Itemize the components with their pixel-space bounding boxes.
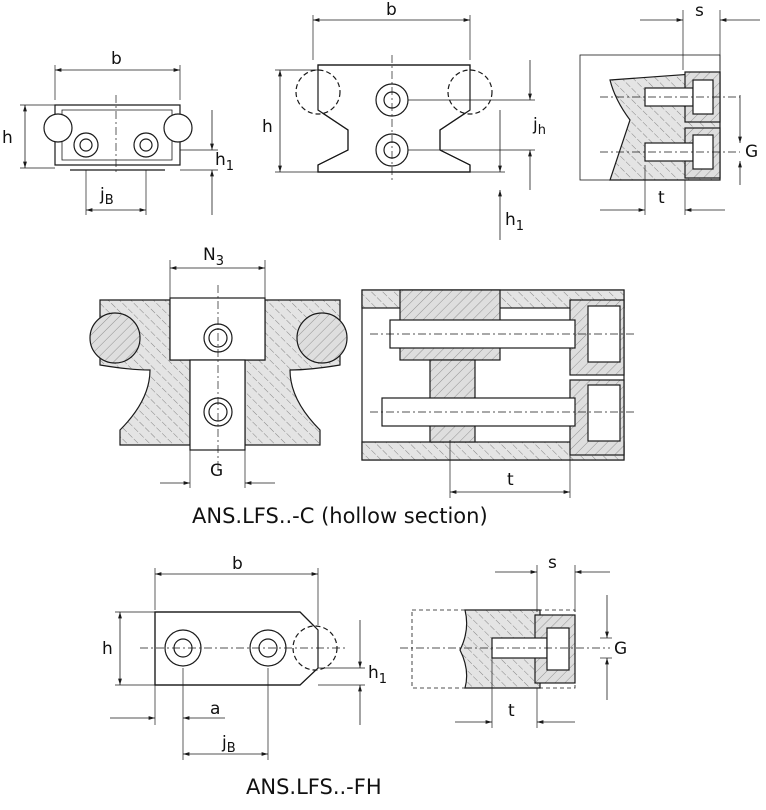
label-g-ml: G (210, 461, 223, 481)
label-jh-tm: jh (532, 115, 546, 138)
label-b-bl: b (232, 554, 243, 574)
label-n3: N3 (203, 245, 224, 269)
label-h-tm: h (262, 117, 273, 137)
label-s-br: s (548, 553, 557, 573)
label-h1-tm: h1 (505, 210, 524, 234)
label-h-tl: h (2, 128, 13, 148)
caption-fh: ANS.LFS..-FH (246, 775, 382, 799)
caption-hollow-section: ANS.LFS..-C (hollow section) (192, 504, 488, 528)
label-jb-bl: jB (221, 733, 236, 756)
view-top-middle (275, 15, 535, 240)
label-b-tm: b (386, 0, 397, 20)
view-top-right (579, 10, 760, 215)
dimension-labels: b h h1 jB b h jh h1 s G t N3 G t b h h1 … (2, 0, 758, 756)
view-top-left (20, 65, 218, 215)
label-g-tr: G (745, 142, 758, 162)
label-b-tl: b (111, 49, 122, 69)
right-roller (163, 113, 193, 143)
label-h1-tl: h1 (215, 150, 234, 174)
view-middle-right (361, 289, 636, 498)
view-middle-left (89, 260, 348, 488)
label-t-tr: t (658, 188, 665, 208)
label-t-br: t (508, 701, 515, 721)
carriage-outline (54, 104, 181, 166)
label-t-mr: t (507, 470, 514, 490)
view-bottom-right (400, 565, 612, 728)
left-roller (43, 113, 73, 143)
label-h1-bl: h1 (368, 663, 387, 687)
label-jb-tl: jB (99, 185, 114, 208)
bolt-hole-left (73, 132, 99, 158)
roller-right-hollow (296, 312, 348, 364)
roller-left-hollow (89, 312, 141, 364)
label-s-tr: s (695, 1, 704, 21)
view-bottom-left (110, 568, 365, 760)
bolt-hole-right (133, 132, 159, 158)
label-g-br: G (614, 639, 627, 659)
label-h-bl: h (102, 639, 113, 659)
fh-roller (292, 625, 338, 671)
label-a-bl: a (210, 699, 220, 719)
